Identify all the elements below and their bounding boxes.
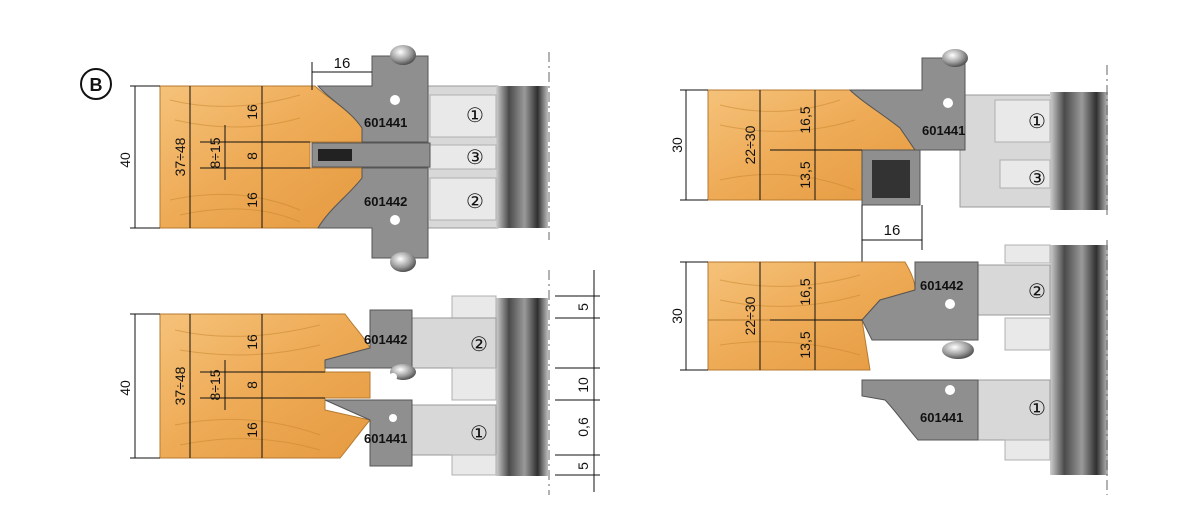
marker-3: ③ [1028,168,1046,190]
code-label: 601442 [364,332,407,347]
dim-label: 22÷30 [742,125,758,164]
panel-label: B [80,68,112,100]
spacer [1004,439,1051,461]
code-label: 601441 [364,115,407,130]
code-label: 601441 [920,410,963,425]
dim-label: 0,6 [575,417,591,437]
spindle [496,86,548,228]
dim-label: 16 [244,422,260,438]
dim-label: 30 [669,137,685,153]
dim-label: 16 [244,334,260,350]
slot-cutter-tip [872,160,910,198]
dim-label: 22÷30 [742,296,758,335]
spacer [451,367,497,401]
spacer [451,454,497,476]
dim-label: 8÷15 [207,369,223,400]
hole-icon [943,98,953,108]
dim-label: 8 [244,152,260,160]
profile-cutter-upper [848,57,966,151]
marker-2: ② [1028,281,1046,303]
arm-1 [411,404,497,456]
bolt-icon [942,49,968,67]
spacer [1004,244,1051,264]
spindle [496,298,548,476]
arm-2 [411,317,497,369]
profile-cutter-upper [861,261,979,341]
dim-label: 16,5 [797,278,813,305]
assembly-top-left: 601441 601442 ① ③ ② 16 40 37÷48 8÷15 16 … [117,45,550,272]
marker-1: ① [1028,111,1046,133]
hole-icon [389,373,397,381]
code-label: 601442 [920,278,963,293]
dim-label: 10 [575,377,591,393]
profile-cutter-lower [861,379,979,441]
assembly-bottom-left: 601442 601441 ② ① 40 37÷48 8÷15 16 8 16 … [117,270,600,495]
code-label: 601442 [364,194,407,209]
assembly-bottom-right: 601442 601441 ② ① 30 22÷30 16,5 13,5 [669,240,1108,495]
dim-label: 16 [244,104,260,120]
hole-icon [390,95,400,105]
workpiece [159,313,371,459]
hole-icon [945,385,955,395]
dim-label: 8÷15 [207,137,223,168]
slot-cutter-tip [318,149,352,161]
arm-1 [994,99,1051,143]
marker-1: ① [466,105,484,127]
hole-icon [945,299,955,309]
spacer [1004,317,1051,351]
marker-3: ③ [466,147,484,169]
marker-2: ② [470,334,488,356]
dim-label: 37÷48 [172,366,188,405]
slot-cutter [311,142,431,168]
spacer [451,295,497,319]
arm-2 [429,177,497,221]
arm-3 [999,159,1051,189]
spindle [1050,245,1108,475]
dim-label: 40 [117,152,133,168]
dim-label: 13,5 [797,331,813,358]
dim-label: 37÷48 [172,137,188,176]
dim-label: 8 [244,381,260,389]
hole-icon [389,414,397,422]
dim-label: 5 [575,303,591,311]
svg-text:B: B [90,75,103,95]
bolt-icon [390,45,416,65]
profile-cutter-lower [317,167,429,259]
profile-cutter-upper [316,55,429,143]
marker-1: ① [470,423,488,445]
dim-label: 30 [669,308,685,324]
assembly-top-right: 601441 ① ③ 30 22÷30 16,5 13,5 16 [669,49,1108,300]
bolt-icon [390,252,416,272]
code-label: 601441 [922,123,965,138]
dim-label: 16,5 [797,106,813,133]
arm-1 [429,94,497,138]
marker-2: ② [466,191,484,213]
profile-cutter-upper [324,309,413,369]
spindle [1050,92,1108,210]
arm-3 [429,144,497,170]
dim-label: 40 [117,380,133,396]
dim-label: 16 [244,192,260,208]
dim-label: 13,5 [797,161,813,188]
hole-icon [390,215,400,225]
bolt-icon [942,341,974,359]
marker-1: ① [1028,398,1046,420]
dim-label: 16 [884,222,901,239]
dim-label: 16 [334,55,351,72]
dim-label: 5 [575,462,591,470]
code-label: 601441 [364,431,407,446]
